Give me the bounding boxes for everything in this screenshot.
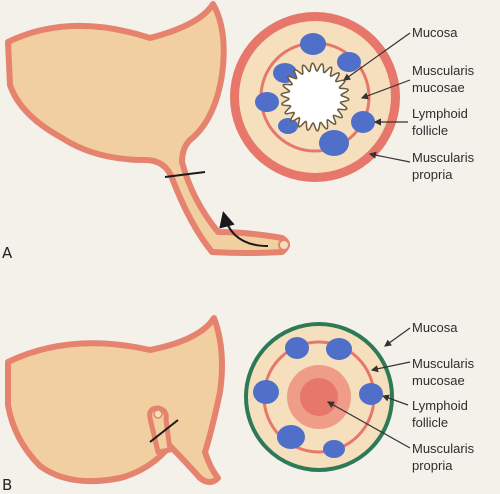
appendix-b xyxy=(147,405,173,455)
label-lymphoid-follicle-a-line1: Lymphoid xyxy=(412,106,468,121)
label-mucosa-a: Mucosa xyxy=(412,25,458,40)
lumen-a xyxy=(280,62,350,132)
label-muscularis-propria-b-line1: Muscularis xyxy=(412,441,475,456)
follicle xyxy=(337,52,361,72)
flow-arrow-a xyxy=(219,211,269,247)
follicle xyxy=(253,380,279,404)
cecum-b xyxy=(5,315,225,485)
pointer-muscmucosae-b xyxy=(370,361,411,373)
pointer-mucosa-a xyxy=(343,32,411,81)
follicle xyxy=(278,118,298,134)
appendix-tip-a xyxy=(278,239,290,251)
label-lymphoid-follicle-b-line2: follicle xyxy=(412,415,448,430)
label-lymphoid-follicle-b-line1: Lymphoid xyxy=(412,398,468,413)
follicle xyxy=(300,33,326,55)
follicle xyxy=(351,111,375,133)
follicle xyxy=(326,338,352,360)
panel-a: Mucosa Muscularis mucosae Lymphoid folli… xyxy=(2,1,475,262)
follicle xyxy=(319,130,349,156)
appendix-tip-b xyxy=(153,409,163,419)
pointer-muscmucosae-a xyxy=(360,79,411,100)
label-mucosa-b: Mucosa xyxy=(412,320,458,335)
cross-section-a xyxy=(230,12,400,182)
pointer-follicle-b xyxy=(381,394,409,406)
panel-letter-a: A xyxy=(2,244,13,262)
follicle xyxy=(323,440,345,458)
label-muscularis-mucosae-b-line1: Muscularis xyxy=(412,356,475,371)
label-lymphoid-follicle-a-line2: follicle xyxy=(412,123,448,138)
cross-section-b xyxy=(244,322,394,472)
pointer-muscpropria-b xyxy=(326,401,411,449)
follicle xyxy=(285,337,309,359)
label-muscularis-mucosae-a-line2: mucosae xyxy=(412,80,465,95)
pointer-mucosa-b xyxy=(384,327,411,347)
follicle xyxy=(277,425,305,449)
panel-b: Mucosa Muscularis mucosae Lymphoid folli… xyxy=(2,315,475,494)
label-muscularis-propria-a-line1: Muscularis xyxy=(412,150,475,165)
label-muscularis-propria-a-line2: propria xyxy=(412,167,453,182)
section-line-b xyxy=(149,419,179,443)
label-muscularis-propria-b-line2: propria xyxy=(412,458,453,473)
label-muscularis-mucosae-a-line1: Muscularis xyxy=(412,63,475,78)
label-muscularis-mucosae-b-line2: mucosae xyxy=(412,373,465,388)
pointer-muscpropria-a xyxy=(368,151,411,163)
panel-letter-b: B xyxy=(2,476,12,494)
follicle xyxy=(255,92,279,112)
follicle xyxy=(359,383,383,405)
cecum-a xyxy=(5,1,290,256)
section-line-a xyxy=(164,171,206,178)
